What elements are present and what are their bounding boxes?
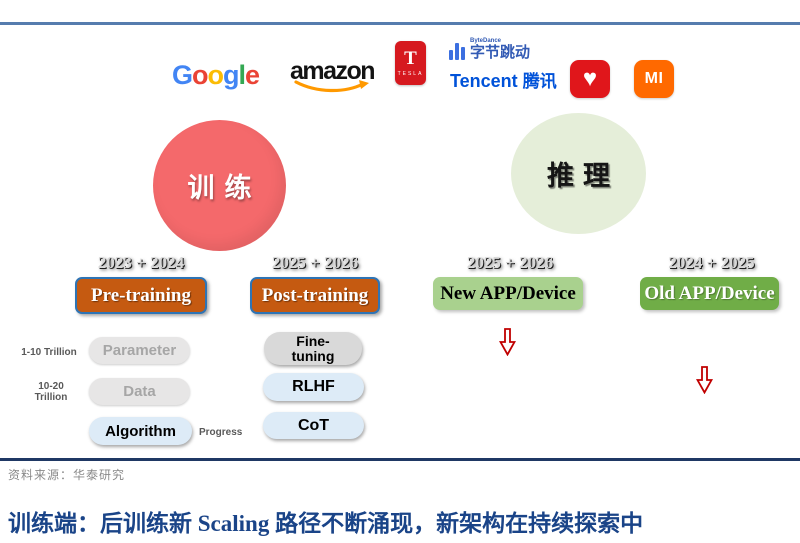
caption-headline: 训练端：后训练新 Scaling 路径不断涌现，新架构在持续探索中 — [8, 511, 644, 536]
google-letter: G — [172, 60, 193, 90]
xiaomi-logo: MI — [634, 60, 674, 98]
parameter-pill: Parameter — [89, 337, 190, 364]
old-app-device-box: Old APP/Device — [640, 277, 779, 310]
bytedance-logo: ByteDance 字节跳动 — [446, 37, 534, 61]
amazon-wordmark: amazon — [290, 57, 376, 85]
year-label-pretraining: 2023 + 2024 — [97, 253, 185, 272]
source-note: 资料来源：华泰研究 — [8, 468, 126, 482]
down-arrow-icon-old-app — [696, 366, 713, 394]
training-circle: 训练 — [153, 120, 286, 251]
tesla-logo: T TESLA — [395, 41, 426, 85]
google-letter: l — [238, 60, 246, 90]
cot-pill: CoT — [263, 412, 364, 439]
training-circle-label: 训练 — [187, 173, 262, 203]
old-app-device-label: Old APP/Device — [644, 282, 775, 304]
pre-training-box: Pre-training — [75, 277, 207, 314]
tesla-wordmark: TESLA — [397, 70, 424, 77]
tencent-logo: Tencent 腾讯 — [446, 66, 561, 93]
heart-app-logo: ♥ — [570, 60, 610, 98]
google-letter: g — [223, 60, 239, 90]
inference-circle-label: 推理 — [547, 161, 619, 191]
google-letter: o — [192, 60, 208, 90]
year-label-posttraining: 2025 + 2026 — [271, 253, 359, 272]
google-letter: e — [245, 60, 260, 90]
fine-tuning-pill-label: Fine-tuning — [291, 332, 335, 364]
xiaomi-mi-text: MI — [644, 70, 664, 87]
tencent-brand-text: Tencent — [450, 71, 518, 91]
bytedance-cn-text: 字节跳动 — [470, 44, 531, 61]
bytedance-brand-text: ByteDance — [470, 38, 502, 44]
amazon-logo: amazon — [290, 57, 376, 93]
year-label-new-app: 2025 + 2026 — [466, 253, 554, 272]
cot-pill-label: CoT — [297, 416, 330, 434]
inference-circle: 推理 — [511, 113, 646, 234]
google-letter: o — [207, 60, 224, 90]
new-app-device-box: New APP/Device — [433, 277, 583, 310]
google-logo: Google — [172, 60, 260, 91]
year-label-old-app: 2024 + 2025 — [668, 253, 755, 272]
bytedance-bars-icon — [449, 42, 465, 60]
top-divider-line — [0, 22, 800, 25]
algorithm-pill-label: Algorithm — [105, 422, 176, 440]
amazon-smile-icon — [294, 80, 369, 93]
bottom-divider-line — [0, 458, 800, 461]
new-app-device-label: New APP/Device — [440, 282, 576, 304]
fine-tuning-pill: Fine-tuning — [264, 332, 362, 365]
data-scale-label: 10-20 Trillion — [34, 381, 68, 403]
data-pill-label: Data — [123, 383, 156, 400]
pre-training-label: Pre-training — [91, 284, 191, 306]
post-training-box: Post-training — [250, 277, 380, 314]
rlhf-pill: RLHF — [263, 373, 364, 401]
tesla-t-icon: T — [404, 47, 417, 69]
heart-icon: ♥ — [582, 65, 598, 92]
data-pill: Data — [89, 378, 190, 405]
parameter-pill-label: Parameter — [102, 342, 177, 359]
algorithm-pill: Algorithm — [89, 417, 192, 445]
rlhf-pill-label: RLHF — [292, 378, 335, 395]
post-training-label: Post-training — [261, 284, 369, 306]
progress-label: Progress — [199, 427, 243, 438]
tencent-cn-text: 腾讯 — [522, 72, 557, 91]
parameter-scale-label: 1-10 Trillion — [21, 347, 77, 358]
down-arrow-icon-new-app — [499, 328, 516, 356]
